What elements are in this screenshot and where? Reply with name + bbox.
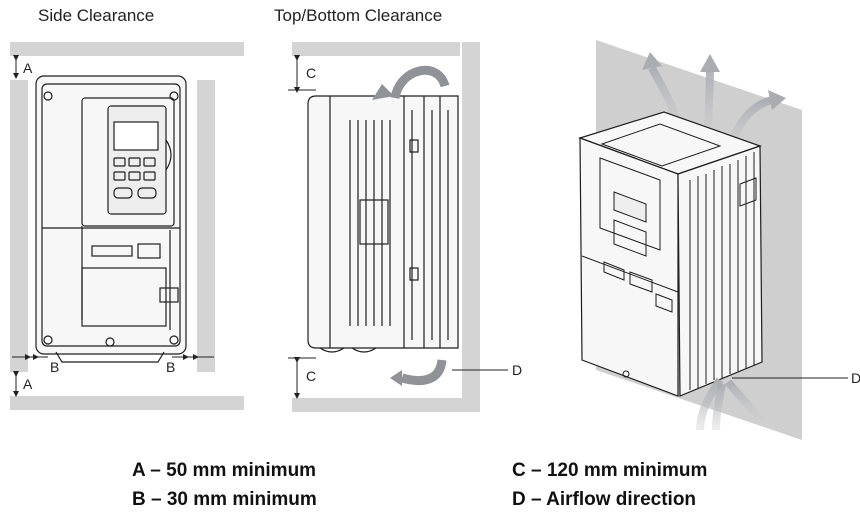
label-c-bottom: C bbox=[306, 368, 316, 384]
side-clearance-title: Side Clearance bbox=[38, 6, 155, 25]
left-wall bbox=[10, 80, 28, 372]
legend-c: C – 120 mm minimum bbox=[512, 460, 708, 481]
top-wall bbox=[10, 42, 244, 56]
label-b-left: B bbox=[50, 359, 59, 375]
label-d-iso: D bbox=[851, 370, 860, 386]
airflow-arrow-iso-bottom-right bbox=[724, 379, 764, 423]
top-bottom-clearance-panel: C C D bbox=[288, 42, 522, 412]
label-a-bottom: A bbox=[23, 376, 33, 392]
drive-side-view bbox=[307, 95, 459, 353]
airflow-arrow-iso-bottom-left bbox=[696, 377, 724, 431]
top-wall bbox=[292, 42, 460, 56]
label-c-top: C bbox=[306, 65, 316, 81]
bottom-wall bbox=[292, 398, 480, 412]
label-d-front: D bbox=[512, 362, 522, 378]
legend-b: B – 30 mm minimum bbox=[132, 489, 317, 510]
back-wall bbox=[462, 42, 480, 412]
top-bottom-clearance-title: Top/Bottom Clearance bbox=[274, 6, 443, 25]
legend-a: A – 50 mm minimum bbox=[132, 460, 317, 481]
drive-iso-view bbox=[578, 111, 763, 397]
isometric-drive-panel: D bbox=[578, 40, 860, 440]
bottom-wall bbox=[10, 396, 244, 410]
drive-front-view bbox=[35, 75, 187, 363]
legend-d: D – Airflow direction bbox=[512, 489, 697, 510]
label-a-top: A bbox=[23, 60, 33, 76]
airflow-arrow-top bbox=[390, 65, 450, 100]
right-wall bbox=[197, 80, 215, 372]
side-clearance-panel: A A B B bbox=[10, 42, 244, 410]
airflow-arrow-bottom bbox=[400, 359, 447, 386]
label-b-right: B bbox=[166, 359, 175, 375]
